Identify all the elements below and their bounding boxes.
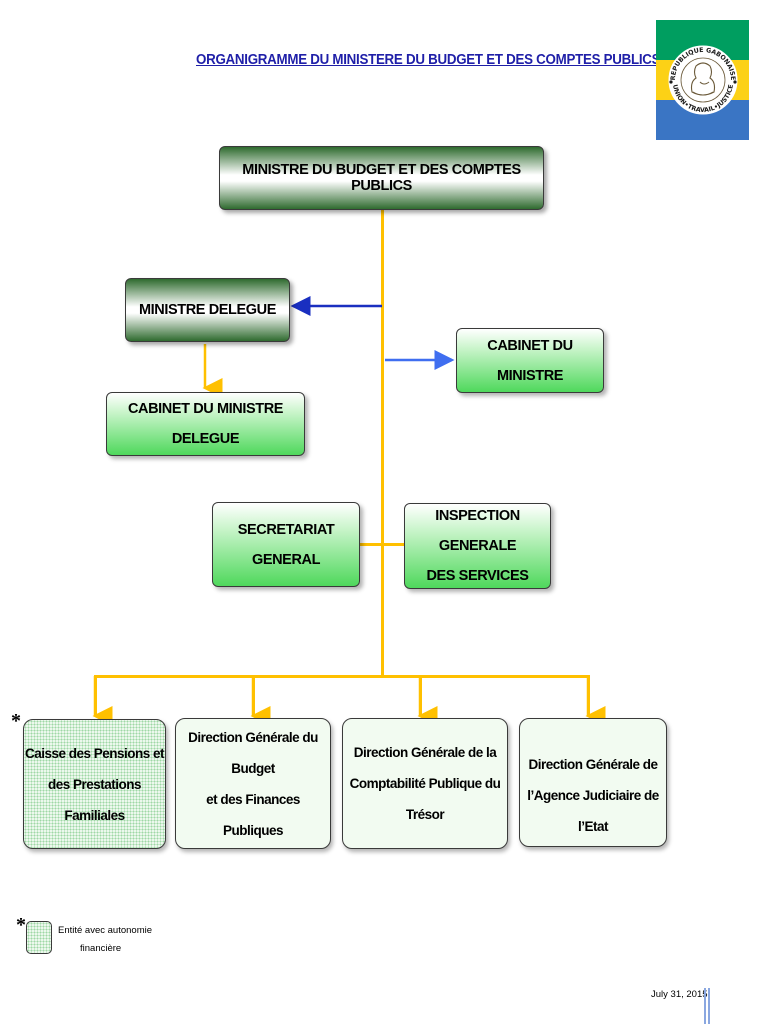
node-cabinet-delegue-label: CABINET DU MINISTRE DELEGUE	[127, 401, 284, 447]
national-seal-icon	[668, 45, 738, 115]
legend-line-2: financière	[80, 943, 122, 954]
node-dgcpt: Direction Générale de la Comptabilité Pu…	[342, 718, 508, 849]
node-dgbfp-line-2: et des Finances Publiques	[206, 791, 300, 838]
node-secretariat-general: SECRETARIAT GENERAL	[212, 502, 360, 587]
node-caisse-line-2: des Prestations Familiales	[47, 776, 142, 823]
legend-asterisk: *	[16, 914, 26, 936]
footer-rule-2	[708, 988, 710, 1024]
legend-swatch	[26, 921, 52, 954]
node-caisse-line-1: Caisse des Pensions et	[24, 745, 165, 761]
node-cabinet-delegue: CABINET DU MINISTRE DELEGUE	[106, 392, 305, 456]
node-dgbfp-line-1: Direction Générale du Budget	[188, 729, 318, 776]
node-cabinet-ministre: CABINET DU MINISTRE	[456, 328, 604, 393]
node-ministre-delegue: MINISTRE DELEGUE	[125, 278, 290, 342]
gabon-flag-emblem: REPUBLIQUE GABONAISE UNION•TRAVAIL•JUSTI…	[656, 20, 749, 140]
node-ministre: MINISTRE DU BUDGET ET DES COMPTES PUBLIC…	[219, 146, 544, 210]
trunk-connector	[381, 210, 384, 678]
node-dgcpt-line-2: Comptabilité Publique du Trésor	[349, 776, 501, 822]
node-ministre-label: MINISTRE DU BUDGET ET DES COMPTES PUBLIC…	[242, 162, 521, 194]
node-inspection-line-1: INSPECTION GENERALE	[435, 508, 520, 554]
node-dgaje-line-1: Direction Générale de	[528, 757, 658, 772]
footer-date: July 31, 2015	[651, 989, 708, 1000]
node-inspection-line-2: DES SERVICES	[426, 568, 529, 584]
node-caisse-pensions: Caisse des Pensions et des Prestations F…	[23, 719, 166, 849]
node-dgcpt-line-1: Direction Générale de la	[353, 745, 497, 760]
node-dgbfp: Direction Générale du Budget et des Fina…	[175, 718, 331, 849]
autonomy-marker: *	[11, 710, 21, 732]
node-dgaje: Direction Générale de l’Agence Judiciair…	[519, 718, 667, 847]
node-ministre-delegue-label: MINISTRE DELEGUE	[139, 302, 276, 318]
footer-rule-1	[704, 988, 706, 1024]
legend-line-1: Entité avec autonomie	[58, 925, 153, 936]
node-secretariat-general-label: SECRETARIAT GENERAL	[237, 521, 335, 568]
node-inspection-generale: INSPECTION GENERALE DES SERVICES	[404, 503, 551, 589]
node-cabinet-ministre-label: CABINET DU MINISTRE	[487, 337, 573, 384]
staff-connector	[360, 543, 405, 546]
legend-text: Entité avec autonomie financière	[58, 922, 152, 958]
node-dgaje-line-2: l’Agence Judiciaire de l’Etat	[527, 788, 659, 834]
bottom-bus-connector	[94, 675, 590, 678]
